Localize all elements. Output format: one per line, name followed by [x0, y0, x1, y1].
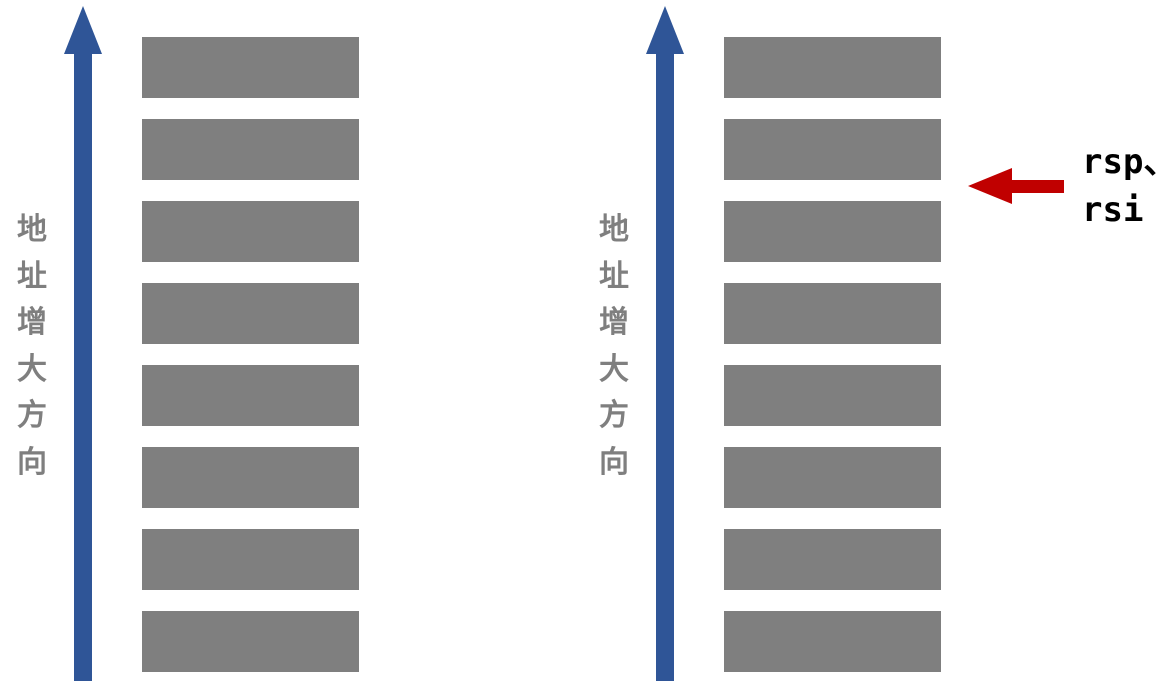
memory-slot: [724, 283, 941, 344]
axis-label-char: 方: [599, 398, 629, 433]
memory-slot: [724, 611, 941, 672]
axis-label-char: 增: [599, 305, 629, 340]
memory-slot: [724, 201, 941, 262]
axis-label-char: 大: [17, 351, 47, 387]
address-direction-label: 地 址 增 大 方 向: [16, 207, 48, 486]
memory-slot: [142, 529, 359, 590]
memory-slot: [142, 201, 359, 262]
axis-label-char: 址: [17, 258, 47, 294]
register-pointer-arrow: [968, 168, 1064, 205]
memory-slot: [724, 447, 941, 508]
axis-label-char: 大: [599, 351, 629, 387]
stack-diagram-right: 地 址 增 大 方 向: [582, 0, 982, 687]
address-increase-arrow: [64, 6, 102, 681]
arrow-head: [646, 6, 684, 54]
memory-slot: [142, 283, 359, 344]
axis-label-char: 向: [599, 444, 629, 480]
memory-slots: [724, 37, 941, 672]
memory-slot: [724, 119, 941, 180]
memory-slot: [142, 37, 359, 98]
memory-slot: [724, 365, 941, 426]
pointer-arrow-head: [968, 168, 1012, 204]
address-increase-arrow: [646, 6, 684, 681]
arrow-head: [64, 6, 102, 54]
memory-slot: [724, 529, 941, 590]
axis-label-char: 地: [599, 212, 629, 247]
pointer-label-line: rsi: [1082, 190, 1144, 230]
memory-slots: [142, 37, 359, 672]
pointer-label-line: rsp、: [1082, 142, 1176, 182]
register-pointer-label: rsp、 rsi: [1082, 138, 1176, 234]
arrow-shaft: [74, 52, 92, 681]
memory-slot: [724, 37, 941, 98]
axis-label-char: 方: [17, 398, 47, 433]
axis-label-char: 增: [17, 305, 47, 340]
address-direction-label: 地 址 增 大 方 向: [598, 207, 630, 486]
memory-slot: [142, 611, 359, 672]
memory-slot: [142, 119, 359, 180]
arrow-shaft: [656, 52, 674, 681]
axis-label-char: 向: [17, 444, 47, 480]
stack-diagram-left: 地 址 增 大 方 向: [0, 0, 400, 687]
axis-label-char: 地: [17, 212, 47, 247]
axis-label-char: 址: [599, 258, 629, 294]
memory-slot: [142, 365, 359, 426]
pointer-arrow-shaft: [1010, 180, 1064, 193]
memory-slot: [142, 447, 359, 508]
